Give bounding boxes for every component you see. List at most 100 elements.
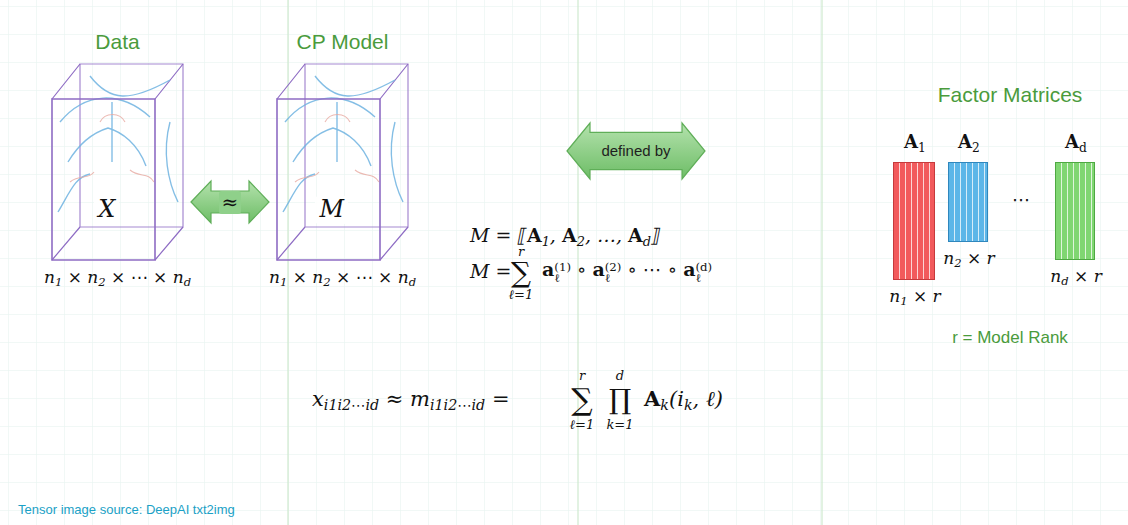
connector-label: ≈ xyxy=(219,191,242,214)
product-limit: k=1 xyxy=(606,418,633,433)
text-run: k=1 xyxy=(606,417,633,432)
text-run: ℓ=1 xyxy=(570,417,595,432)
product-limit: d xyxy=(616,369,624,384)
cube-decoration xyxy=(58,76,178,212)
text-run: ∘ ⋯ ∘ xyxy=(621,258,683,280)
text-run: r = Model Rank xyxy=(952,328,1068,347)
matrix-dimensions: nd × r xyxy=(1050,267,1102,289)
text-run: ∑ xyxy=(511,256,531,289)
text-run: × ⋯ × n xyxy=(106,267,184,287)
text-run: d xyxy=(1079,141,1087,155)
formula: xi1i2⋯id ≈ mi1i2⋯id = xyxy=(312,387,509,414)
text-run: ∘ xyxy=(571,258,592,280)
text-run: A xyxy=(644,386,660,411)
sum-limit: ℓ=1 xyxy=(509,288,534,303)
matrix-name: A1 xyxy=(904,132,926,155)
cube-illustration xyxy=(50,62,185,262)
model-heading: CP Model xyxy=(297,30,389,54)
subscript: ℓ xyxy=(554,273,571,284)
arrow-outline xyxy=(567,123,705,179)
text-run: k xyxy=(660,397,669,413)
text-run: 2 xyxy=(972,141,980,155)
text-run: (i xyxy=(669,387,684,411)
text-run: 1 xyxy=(55,275,62,289)
text-run: × n xyxy=(62,267,98,287)
sum-symbol: ∑ xyxy=(571,383,592,418)
text-run: A xyxy=(562,224,577,246)
cube-decoration xyxy=(70,115,154,183)
sum-limit: r xyxy=(579,369,585,384)
text-run: , xyxy=(550,224,562,246)
cube-decoration xyxy=(283,76,403,212)
sum-symbol: ∑ xyxy=(511,257,531,289)
subscript: ℓ xyxy=(695,273,712,284)
text-run: M xyxy=(319,195,344,223)
superscript: (1) xyxy=(554,262,571,273)
sum-limit: ℓ=1 xyxy=(570,418,595,433)
text-run: X xyxy=(98,195,115,223)
cube-edges xyxy=(52,64,183,260)
text-run: a xyxy=(592,258,604,280)
text-run: r xyxy=(579,368,585,383)
cube-illustration xyxy=(275,62,410,262)
text-run: 1 xyxy=(542,234,550,249)
text-run: A xyxy=(1065,131,1079,152)
text-run: × n xyxy=(287,267,323,287)
text-run: M = ⟦ xyxy=(470,224,527,246)
text-run: 2 xyxy=(577,234,585,249)
grid-line xyxy=(287,0,288,525)
grid-line xyxy=(821,0,822,525)
text-run: 1 xyxy=(918,141,926,155)
text-run: Data xyxy=(95,30,139,53)
cube-decoration xyxy=(295,115,379,183)
text-run: 1 xyxy=(900,294,907,308)
arrow-shape: defined by xyxy=(566,122,706,180)
superscript: (d) xyxy=(695,262,712,273)
formula: M = xyxy=(470,261,511,283)
text-run: ≈ m xyxy=(379,387,430,411)
rank-note: r = Model Rank xyxy=(952,328,1068,348)
text-run: × r xyxy=(962,248,995,268)
tensor-cube: CP ModelMn1 × n2 × ⋯ × nd xyxy=(275,62,410,262)
tensor-heading: Data xyxy=(95,30,139,54)
text-run: CP Model xyxy=(297,30,389,53)
index-stack: (d)ℓ xyxy=(695,262,712,284)
cube-back-face xyxy=(80,64,183,227)
text-run: ⋯ xyxy=(1012,189,1030,210)
text-run: A xyxy=(527,224,542,246)
tensor-symbol: M xyxy=(315,196,348,224)
text-run: n xyxy=(44,267,55,287)
text-run: M = xyxy=(470,260,511,282)
text-run: 2 xyxy=(98,275,105,289)
text-run: 2 xyxy=(323,275,330,289)
text-run: k xyxy=(684,397,693,413)
text-run: , ℓ) xyxy=(693,387,723,411)
text-run: d xyxy=(409,275,416,289)
text-run: defined by xyxy=(601,142,670,159)
text-run: d xyxy=(616,368,624,383)
double-arrow-connector xyxy=(191,181,269,223)
matrix-dimensions: n2 × r xyxy=(943,249,995,271)
matrix-name: Ad xyxy=(1065,132,1087,155)
cube-edges xyxy=(277,64,408,260)
formula: Ak(ik, ℓ) xyxy=(644,387,723,414)
subscript: ℓ xyxy=(605,273,622,284)
text-run: 1 xyxy=(280,275,287,289)
text-run: ∑ xyxy=(571,382,592,417)
ellipsis: ⋯ xyxy=(1012,190,1030,211)
text-run: n xyxy=(1050,266,1061,286)
text-run: A xyxy=(628,224,643,246)
matrix-dimensions: n1 × r xyxy=(889,287,941,309)
formula: a(1)ℓ ∘ a(2)ℓ ∘ ⋯ ∘ a(d)ℓ xyxy=(542,259,712,284)
tensor-dimensions: n1 × n2 × ⋯ × nd xyxy=(269,268,416,290)
formula: M = ⟦A1, A2, …, Ad⟧ xyxy=(470,225,661,250)
cube-front-face xyxy=(277,99,380,260)
text-run: d xyxy=(643,234,651,249)
text-run: i1i2⋯id xyxy=(324,397,379,413)
text-run: × r xyxy=(908,286,941,306)
tensor-cube: DataXn1 × n2 × ⋯ × nd xyxy=(50,62,185,262)
text-run: ⟧ xyxy=(651,224,660,246)
